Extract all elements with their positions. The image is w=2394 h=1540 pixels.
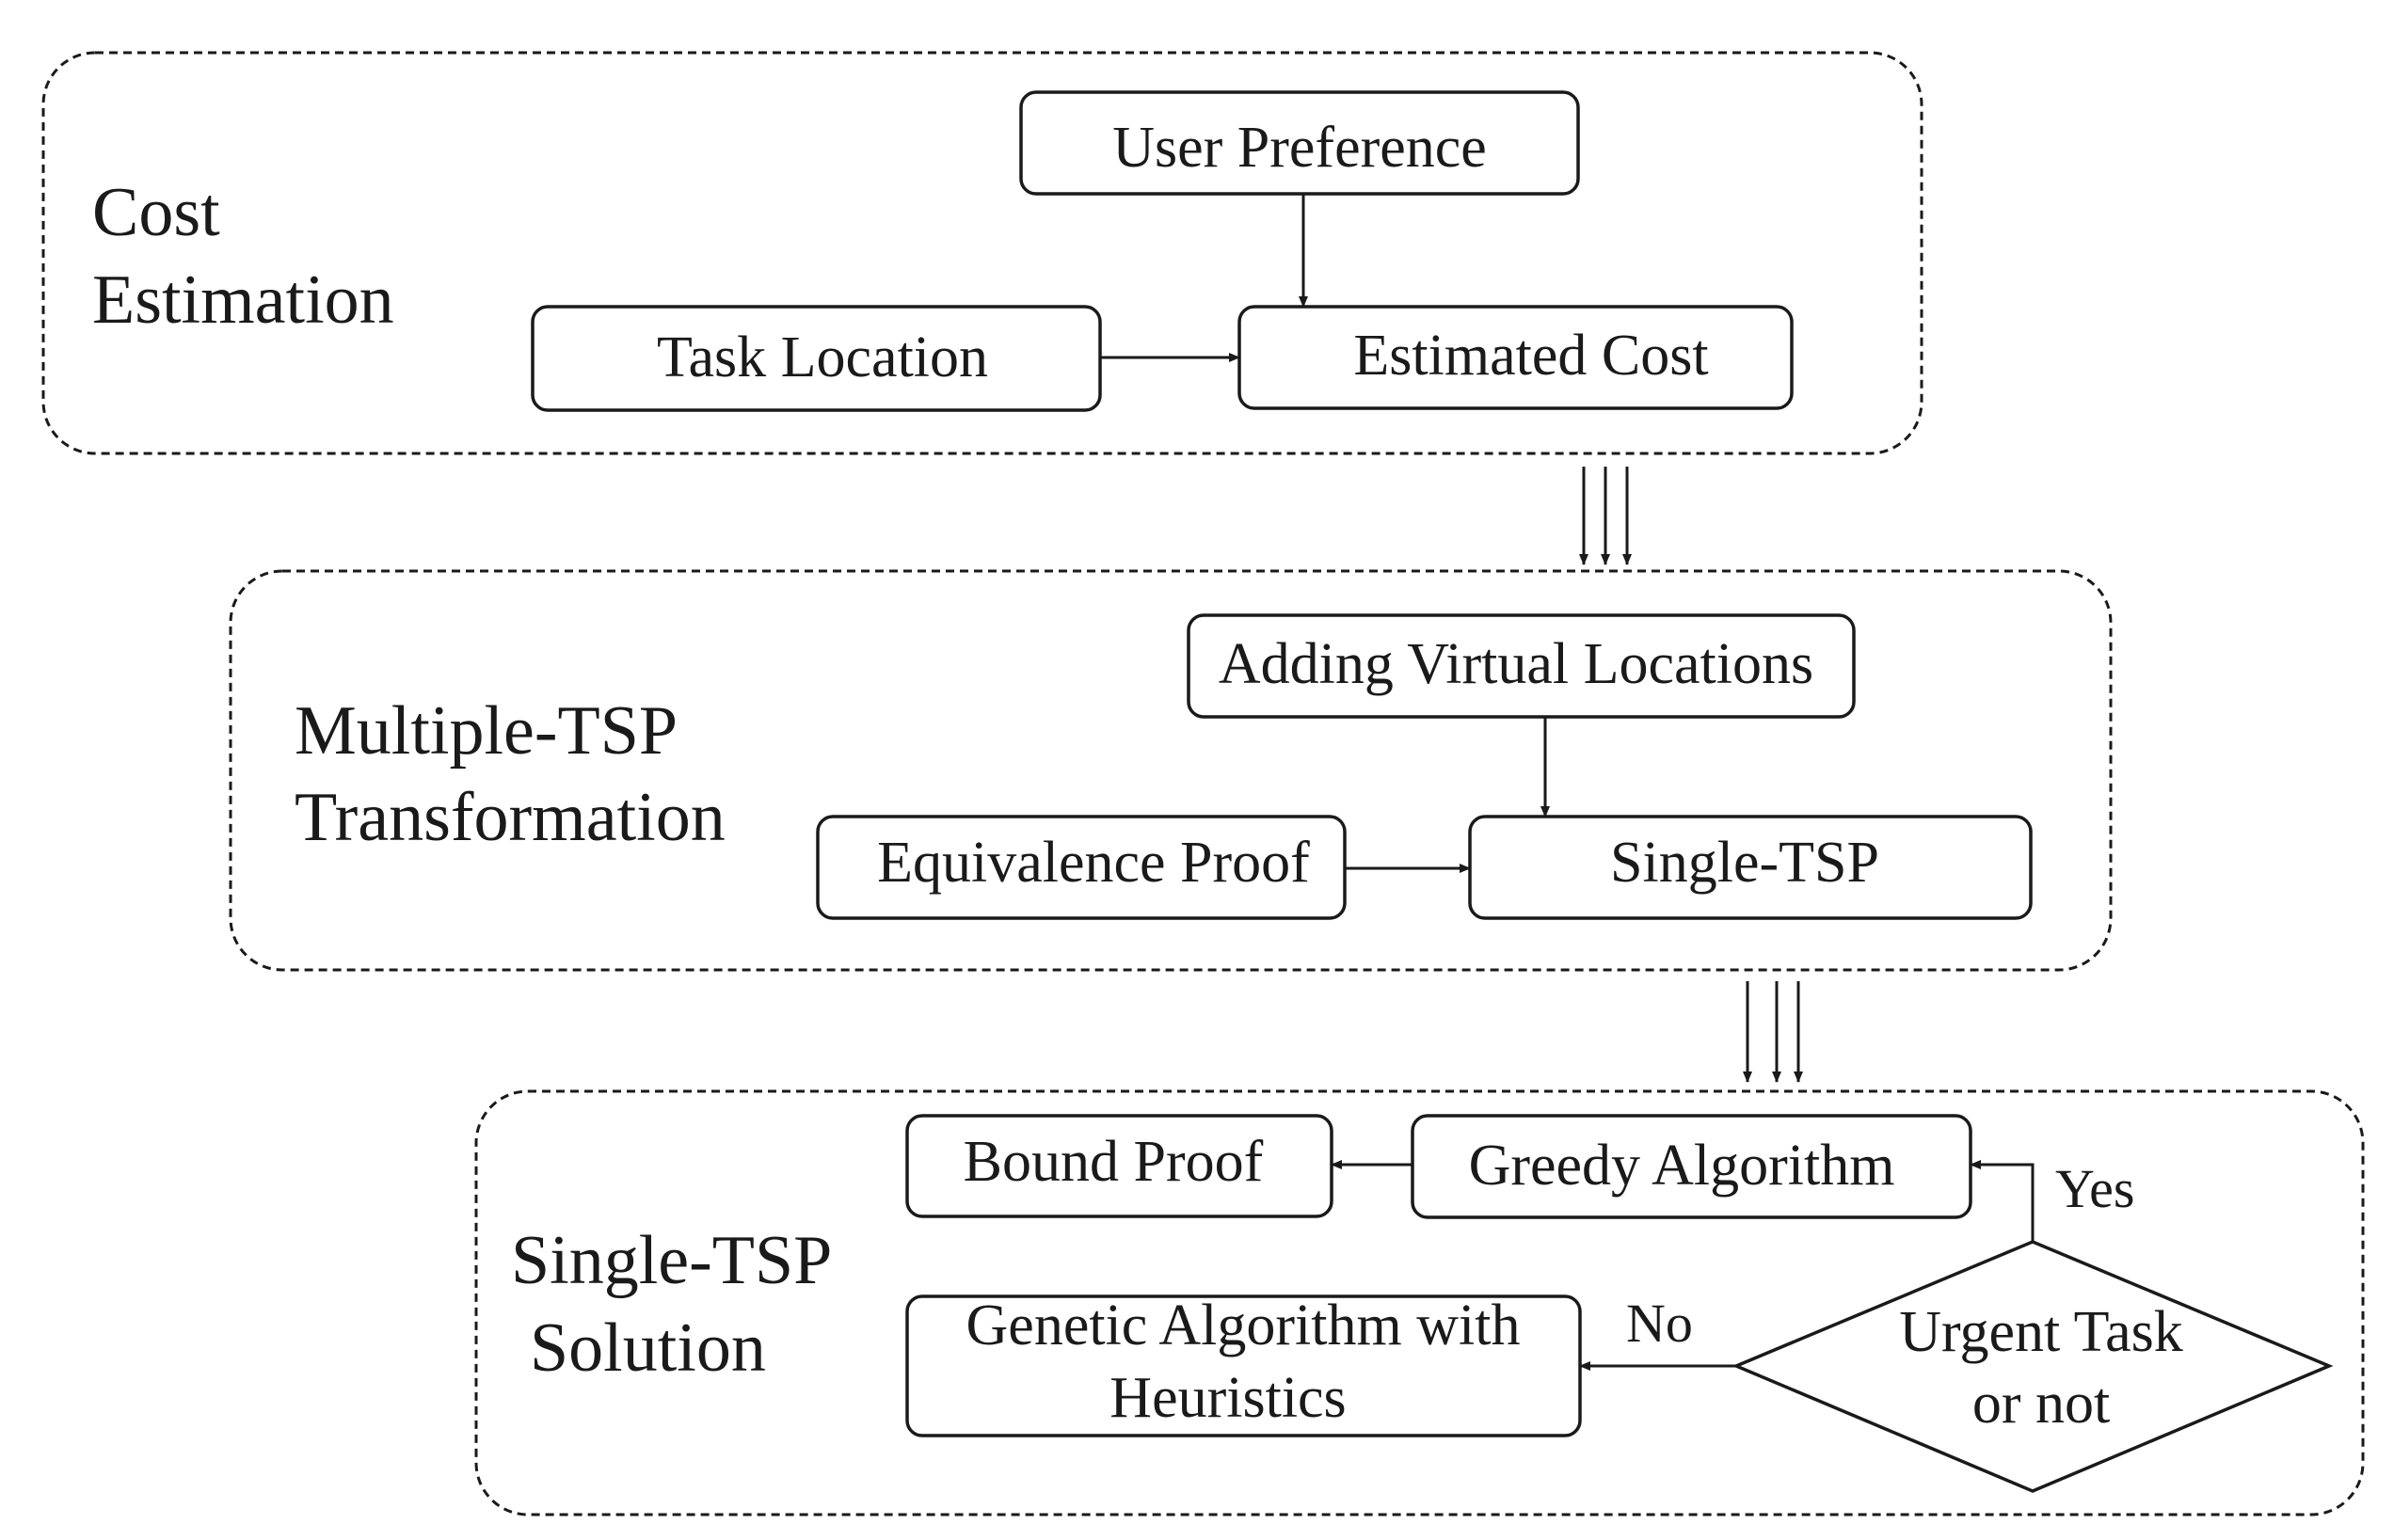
stage-single-tsp-solution-title-line2: Solution bbox=[530, 1310, 766, 1387]
node-equivalence-proof-label: Equivalence Proof bbox=[877, 831, 1310, 895]
triple-arrow-stage2-to-stage3 bbox=[1743, 981, 1803, 1083]
stage-multiple-tsp-title-line1: Multiple-TSP bbox=[295, 692, 678, 770]
edge-decision-yes-to-greedy bbox=[1970, 1160, 2035, 1242]
edge-label-yes: Yes bbox=[2055, 1158, 2134, 1219]
node-genetic-algorithm-label-line1: Genetic Algorithm with bbox=[966, 1294, 1521, 1357]
node-greedy-algorithm-label: Greedy Algorithm bbox=[1469, 1134, 1895, 1198]
node-bound-proof-label: Bound Proof bbox=[964, 1130, 1264, 1194]
stage-multiple-tsp-title-line2: Transformation bbox=[295, 779, 726, 856]
node-urgent-task-decision bbox=[1732, 1240, 2334, 1493]
node-user-preference-label: User Preference bbox=[1112, 116, 1487, 180]
stage-cost-estimation-frame bbox=[41, 51, 1923, 455]
stage-cost-estimation: Cost Estimation User Preference Task Loc… bbox=[41, 51, 1923, 455]
node-genetic-algorithm-label-line2: Heuristics bbox=[1109, 1366, 1346, 1430]
node-user-preference-box bbox=[1019, 90, 1580, 196]
node-estimated-cost-label: Estimated Cost bbox=[1353, 324, 1708, 388]
node-task-location-label: Task Location bbox=[657, 325, 988, 389]
stage-single-tsp-solution-title-line1: Single-TSP bbox=[511, 1222, 832, 1299]
stage-multiple-tsp: Multiple-TSP Transformation Adding Virtu… bbox=[229, 569, 2113, 972]
triple-arrow-stage1-to-stage2 bbox=[1579, 467, 1632, 565]
node-urgent-task-label-line2: or not bbox=[1972, 1372, 2110, 1436]
edge-label-no: No bbox=[1626, 1293, 1693, 1354]
stage-cost-estimation-title-line2: Estimation bbox=[92, 262, 394, 339]
node-urgent-task-label-line1: Urgent Task bbox=[1899, 1300, 2183, 1364]
stage-single-tsp-solution: Single-TSP Solution Bound Proof Greedy A… bbox=[474, 1089, 2365, 1516]
node-adding-virtual-locations-box bbox=[1187, 613, 1856, 719]
node-single-tsp-label: Single-TSP bbox=[1610, 831, 1879, 895]
node-adding-virtual-locations-label: Adding Virtual Locations bbox=[1219, 632, 1813, 696]
stage-multiple-tsp-frame bbox=[229, 569, 2113, 972]
stage-cost-estimation-title-line1: Cost bbox=[92, 174, 220, 251]
stage-single-tsp-solution-frame bbox=[474, 1089, 2365, 1516]
